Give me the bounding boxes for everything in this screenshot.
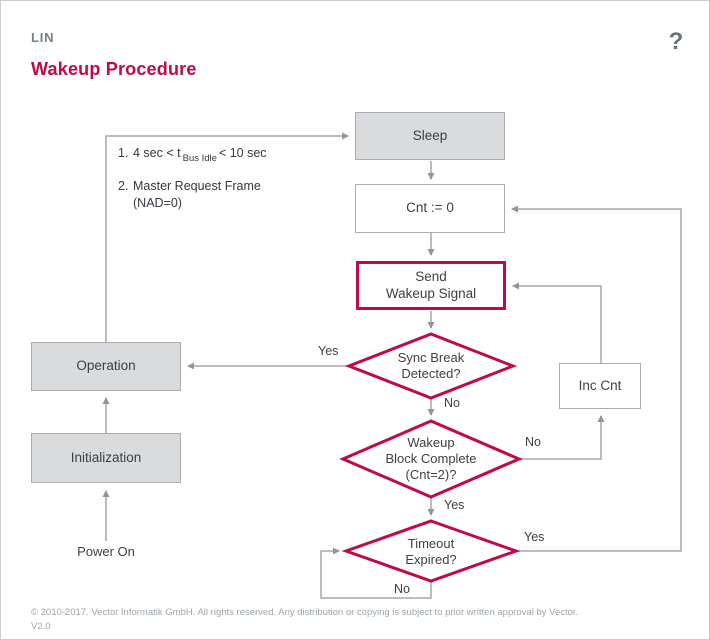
page-title: Wakeup Procedure [31,59,197,79]
note2-number: 2. [118,179,129,193]
help-icon[interactable]: ? [668,28,684,55]
note1-subscript: Bus Idle [182,152,217,164]
note1-pre: 4 sec < t [133,146,181,160]
node-inc-cnt-label: Inc Cnt [578,377,622,393]
edge-label-timeout-yes: Yes [524,530,545,544]
node-cnt-reset: Cnt := 0 [355,184,505,233]
node-send-wakeup-line2: Wakeup Signal [385,285,477,301]
decision-sync-break-shape [344,332,518,400]
node-send-wakeup-line1: Send [415,268,447,284]
decision-timeout-shape [341,519,521,583]
note1-post: < 10 sec [218,146,267,160]
edge-label-sync-yes: Yes [318,344,339,358]
edge-label-block-yes: Yes [444,498,465,512]
edge-label-block-no: No [525,435,541,449]
node-inc-cnt: Inc Cnt [559,363,641,409]
node-sleep-label: Sleep [412,127,448,143]
node-initialization-label: Initialization [70,449,142,465]
node-sleep: Sleep [355,112,505,160]
note2-line1: Master Request Frame [133,179,261,193]
version-label: V2.0 [31,621,51,632]
decision-wakeup-block-shape [339,419,523,499]
node-initialization: Initialization [31,433,181,483]
category-label: LIN [31,30,55,45]
node-cnt-reset-label: Cnt := 0 [406,200,454,216]
power-on-label: Power On [77,544,135,559]
copyright-text: © 2010-2017. Vector Informatik GmbH. All… [31,607,579,618]
connector-operation-to-sleep [105,132,349,342]
connector-inccnt-to-sendwakeup [512,282,602,363]
note2-line2: (NAD=0) [133,196,182,210]
connector-timeout-yes-to-cnt [511,205,682,552]
note-master-request: 2. Master Request Frame (NAD=0) [118,178,261,212]
node-send-wakeup: Send Wakeup Signal [356,261,506,310]
node-operation: Operation [31,342,181,391]
connector-block-no-to-inccnt [519,415,605,460]
connector-timeout-no-loop [320,547,432,599]
edge-label-sync-no: No [444,396,460,410]
node-operation-label: Operation [76,358,136,374]
note1-number: 1. [118,146,129,160]
edge-label-timeout-no: No [394,582,410,596]
